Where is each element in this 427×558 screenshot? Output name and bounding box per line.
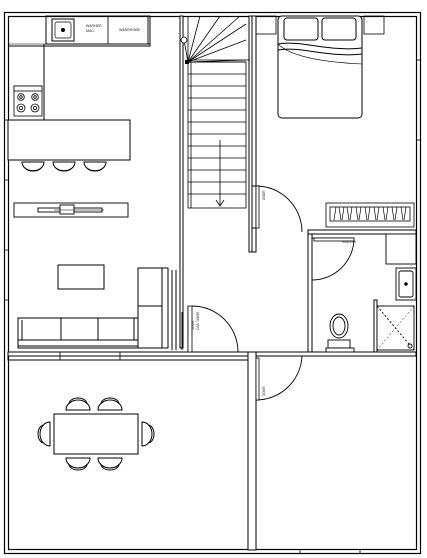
bedside-table-right bbox=[363, 15, 385, 35]
bath-door-label: WINDOW bbox=[342, 240, 356, 244]
lower-door-leaf bbox=[255, 357, 260, 401]
bed bbox=[277, 15, 363, 119]
lower-door-label: DOOR bbox=[262, 386, 266, 396]
left-door-label-2: CAB. DOOR bbox=[196, 311, 200, 330]
bedroom-door-leaf bbox=[255, 185, 260, 229]
bath-door-leaf bbox=[313, 237, 355, 242]
kitchen-island bbox=[7, 119, 131, 161]
interior-walls bbox=[7, 15, 417, 551]
washer-label-2: MAC. bbox=[86, 29, 95, 33]
tv-console bbox=[13, 202, 129, 218]
mid-door-label: DOOR bbox=[262, 190, 266, 200]
sofa bbox=[17, 267, 177, 350]
stools bbox=[21, 161, 107, 172]
wardrobe bbox=[325, 202, 415, 228]
staircase bbox=[183, 15, 250, 209]
stove bbox=[13, 85, 43, 117]
stair-post bbox=[180, 36, 188, 44]
kitchen-sink bbox=[51, 18, 75, 42]
stair-newel bbox=[185, 60, 189, 64]
wardrobe-label: WARDROBE bbox=[119, 28, 141, 32]
washer-label-1: WASHER bbox=[86, 24, 102, 28]
closet-door-leaf bbox=[187, 305, 193, 353]
wall-marks bbox=[4, 59, 420, 553]
left-door-label-1: DOOR bbox=[191, 320, 195, 330]
dining-set bbox=[37, 397, 155, 471]
wardrobe-box bbox=[107, 15, 149, 45]
outer-walls bbox=[3, 11, 422, 555]
coffee-table bbox=[57, 264, 105, 290]
bath-fixtures bbox=[325, 233, 417, 353]
bedside-table-left bbox=[255, 15, 277, 35]
